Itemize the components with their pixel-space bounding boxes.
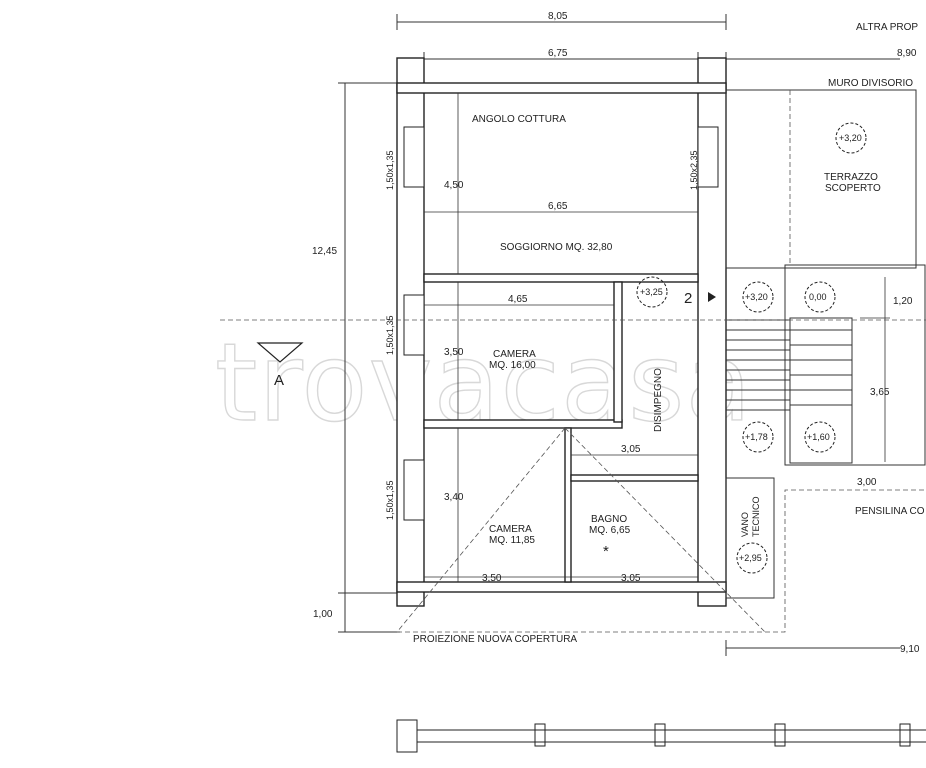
dim-window-left-3: 1,50x1,35 [385, 480, 395, 520]
label-muro-divisorio: MURO DIVISORIO [828, 78, 913, 89]
level-stair-mid2: +1,60 [807, 432, 830, 442]
label-altra-proprieta: ALTRA PROP [856, 22, 918, 33]
room-terrazzo-line1: TERRAZZO [824, 172, 878, 183]
dim-camera1-depth: 3,50 [444, 347, 464, 358]
room-vano-tecnico-line1: VANO [740, 512, 750, 537]
dim-total-width: 8,05 [548, 11, 568, 22]
level-circle-landing [742, 281, 774, 313]
room-bagno-area: MQ. 6,65 [589, 525, 631, 536]
room-camera1-area: MQ. 16,00 [489, 360, 536, 371]
dim-camera1-width: 4,65 [508, 294, 528, 305]
dim-window-left-2: 1,50x1,35 [385, 315, 395, 355]
wall-camera1-right [613, 281, 623, 423]
view-arrow-icon [708, 292, 716, 302]
dim-stair-top: 1,20 [893, 296, 913, 307]
level-circle-soggiorno [636, 276, 668, 308]
dim-window-left-1: 1,50x1,35 [385, 150, 395, 190]
room-disimpegno: DISIMPEGNO [653, 368, 664, 432]
dim-soggiorno-width: 6,65 [548, 201, 568, 212]
room-camera1-name: CAMERA [493, 349, 536, 360]
wall-camera2-right [564, 427, 572, 583]
section-arrow-icon [256, 342, 304, 363]
dim-right-top: 8,90 [897, 48, 917, 59]
room-angolo-cottura: ANGOLO COTTURA [472, 114, 566, 125]
section-marker: A [274, 372, 284, 389]
wall-bagno-top [570, 474, 699, 482]
dim-window-right: 1,50x2,35 [689, 150, 699, 190]
room-soggiorno: SOGGIORNO MQ. 32,80 [500, 242, 613, 253]
level-circle-terrazzo [835, 122, 867, 154]
wall-camera [423, 419, 623, 429]
room-bagno-name: BAGNO [591, 514, 627, 525]
dim-bottom-left: 3,50 [482, 573, 502, 584]
vano-tecnico-outline [725, 477, 775, 599]
room-camera2-name: CAMERA [489, 524, 532, 535]
dim-soggiorno-depth: 4,50 [444, 180, 464, 191]
dim-disimpegno-width: 3,05 [621, 444, 641, 455]
level-circle-stair-mid2 [804, 421, 836, 453]
wall-bottom [396, 581, 727, 593]
dim-camera2-depth: 3,40 [444, 492, 464, 503]
room-vano-tecnico-line2: TECNICO [751, 497, 761, 538]
wall-top [396, 82, 727, 94]
room-camera2-area: MQ. 11,85 [489, 535, 535, 546]
window-left-2 [403, 294, 425, 356]
projection-outline [397, 489, 926, 633]
level-stair-base: 0,00 [809, 292, 827, 302]
room-terrazzo-line2: SCOPERTO [825, 183, 881, 194]
level-terrazzo: +3,20 [839, 133, 862, 143]
level-circle-stair-mid1 [742, 421, 774, 453]
window-left-3 [403, 459, 425, 521]
level-landing: +3,20 [745, 292, 768, 302]
view-marker: 2 [684, 290, 692, 307]
asterisk-marker: * [603, 543, 609, 560]
dim-bottom-offset: 1,00 [313, 609, 333, 620]
dim-total-height: 12,45 [312, 246, 337, 257]
dim-bottom-right: 3,05 [621, 573, 641, 584]
elevation-pillar [396, 719, 418, 753]
level-circle-vano [736, 542, 768, 574]
level-soggiorno: +3,25 [640, 287, 663, 297]
level-stair-mid1: +1,78 [745, 432, 768, 442]
stair-outline [784, 264, 926, 466]
dim-stair-len: 3,65 [870, 387, 890, 398]
window-left-1 [403, 126, 425, 188]
level-vano: +2,95 [739, 553, 762, 563]
level-circle-stair-base [804, 281, 836, 313]
label-pensilina: PENSILINA CO [855, 506, 925, 517]
wall-soggiorno [423, 273, 699, 283]
label-proiezione: PROIEZIONE NUOVA COPERTURA [413, 634, 577, 645]
dim-inner-width: 6,75 [548, 48, 568, 59]
terrazzo-outline [725, 89, 917, 269]
window-right [697, 126, 719, 188]
dim-bottom-right-total: 9,10 [900, 644, 920, 655]
dim-stair-width: 3,00 [857, 477, 877, 488]
